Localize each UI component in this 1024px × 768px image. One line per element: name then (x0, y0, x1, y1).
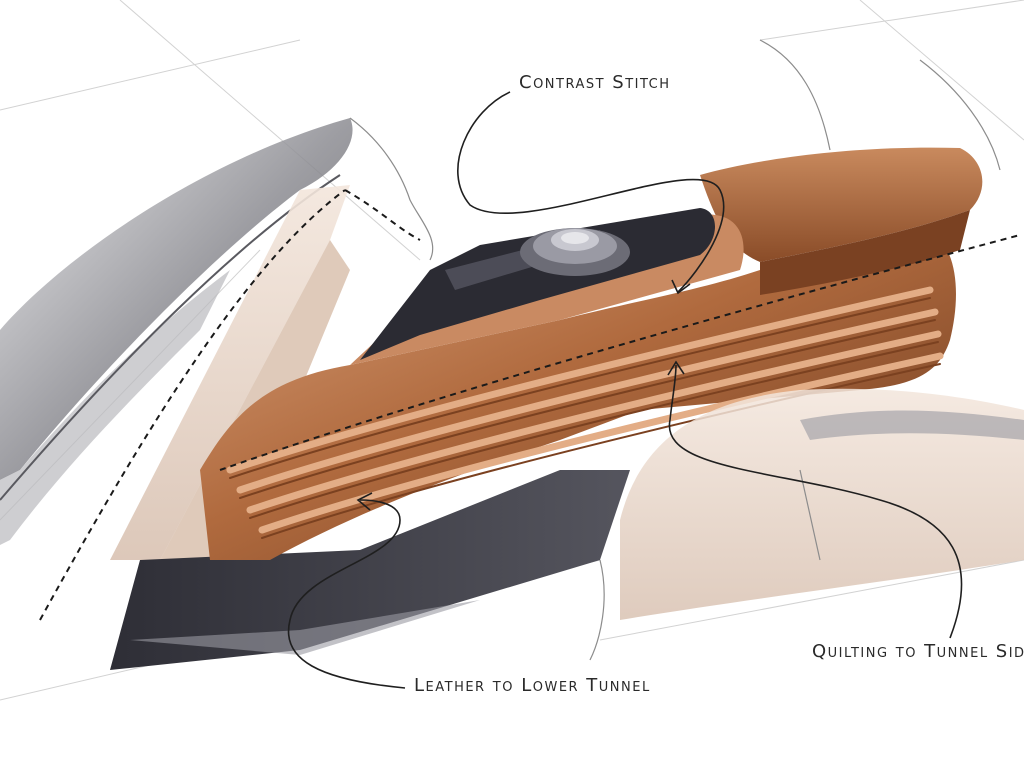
lower-base (110, 470, 630, 670)
contrast-stitch-label: Contrast Stitch (519, 72, 671, 93)
seat-bolster (800, 410, 1024, 440)
quilting-ribs (226, 286, 944, 539)
contrast-stitch-lines (39, 189, 1021, 621)
door-panel-lower (0, 270, 230, 545)
leader-contrast-stitch-arrow (671, 279, 691, 295)
armrest-top (700, 147, 983, 262)
leader-leather (287, 499, 406, 689)
rotary-controller (520, 228, 630, 276)
leader-leather-arrow (356, 492, 373, 511)
quilting-label: Quilting to Tunnel Side (812, 641, 1024, 662)
leader-lines (287, 91, 963, 689)
leader-quilting-arrow (667, 360, 685, 376)
pillar (110, 185, 350, 560)
door-panel (0, 118, 353, 480)
seat-side (620, 388, 1024, 620)
lower-base-light (130, 600, 480, 655)
pencil-outlines (349, 39, 1001, 661)
leather-label: Leather to Lower Tunnel (414, 675, 651, 696)
armrest-front (760, 210, 970, 295)
leader-quilting (668, 364, 963, 639)
leader-contrast-stitch (457, 91, 725, 293)
